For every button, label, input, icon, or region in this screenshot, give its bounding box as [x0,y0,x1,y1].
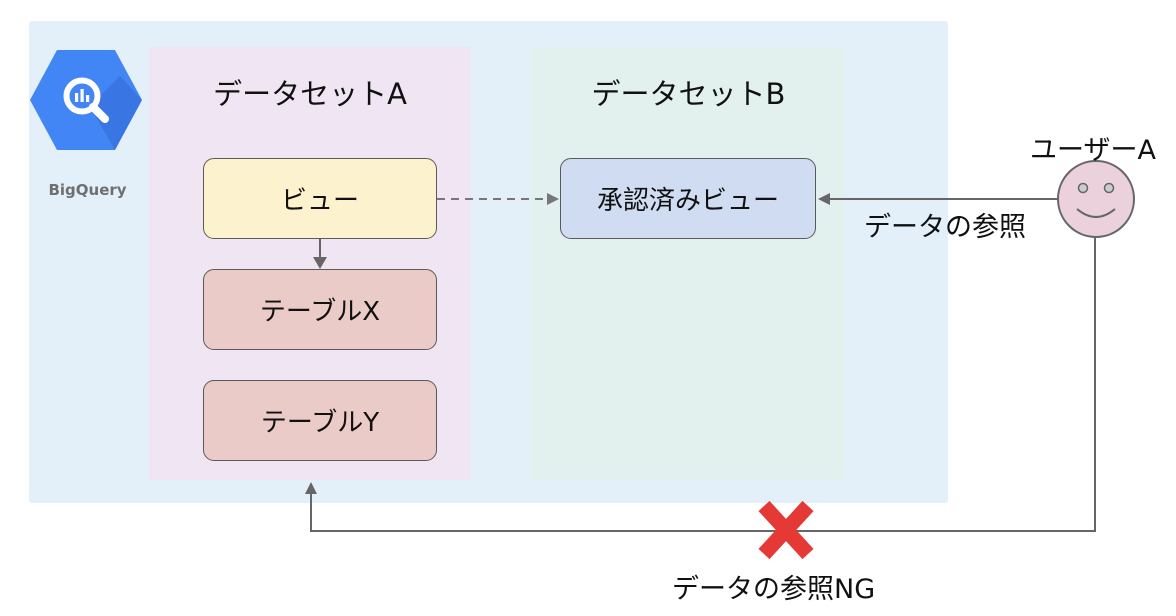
edge-user-to-dataset-a [310,236,1096,532]
table-x-node: テーブルX [203,269,437,350]
dataset-b-container [531,47,846,480]
table-y-node: テーブルY [203,380,437,461]
dataset-b-title: データセットB [591,77,786,111]
approved-view-label: 承認済みビュー [596,186,779,216]
red-x-icon [758,500,814,560]
data-reference-label: データの参照 [864,212,1026,243]
table-x-label: テーブルX [259,297,381,327]
bigquery-label: BigQuery [48,181,127,199]
bigquery-magnifier-icon [30,50,142,150]
approved-view-node: 承認済みビュー [560,158,816,239]
arrowhead-dataset-a [305,482,317,494]
arrowhead-user-approved-view [818,193,830,205]
data-reference-ng-label: データの参照NG [672,574,876,605]
view-label: ビュー [280,186,359,216]
user-a-label: ユーザーA [1030,135,1156,166]
table-y-label: テーブルY [260,408,380,438]
dataset-a-title: データセットA [213,77,407,111]
smiley-face-icon [1057,160,1135,238]
view-node: ビュー [203,158,437,239]
arrowhead-table-x [313,257,327,269]
arrowhead-approved-view [547,193,559,205]
